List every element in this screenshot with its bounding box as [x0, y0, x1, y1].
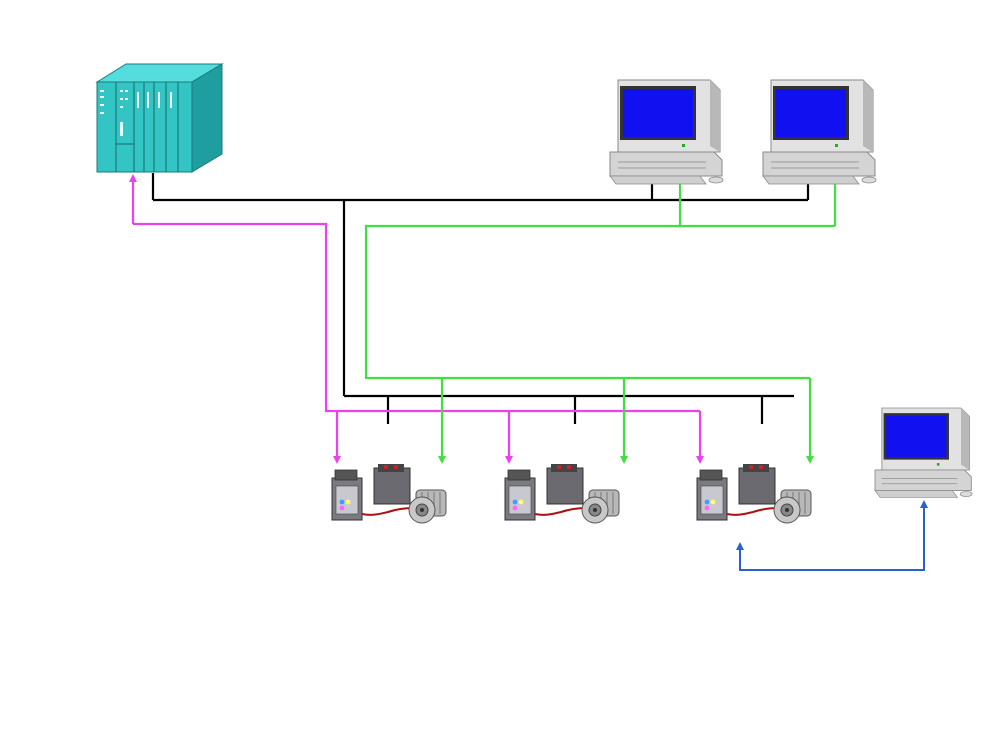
service-link	[736, 500, 928, 571]
motor-starter-icon	[331, 463, 447, 524]
motor-starter-icon	[696, 463, 812, 524]
fieldbus-lines	[151, 173, 810, 424]
service-workstation-icon	[874, 407, 973, 498]
hmi-links	[364, 176, 839, 464]
motor-starter-icon	[504, 463, 620, 524]
plc-rack-icon	[95, 63, 224, 173]
workstation-icon	[762, 79, 877, 185]
plc-links	[129, 174, 704, 464]
workstation-icon	[609, 79, 724, 185]
